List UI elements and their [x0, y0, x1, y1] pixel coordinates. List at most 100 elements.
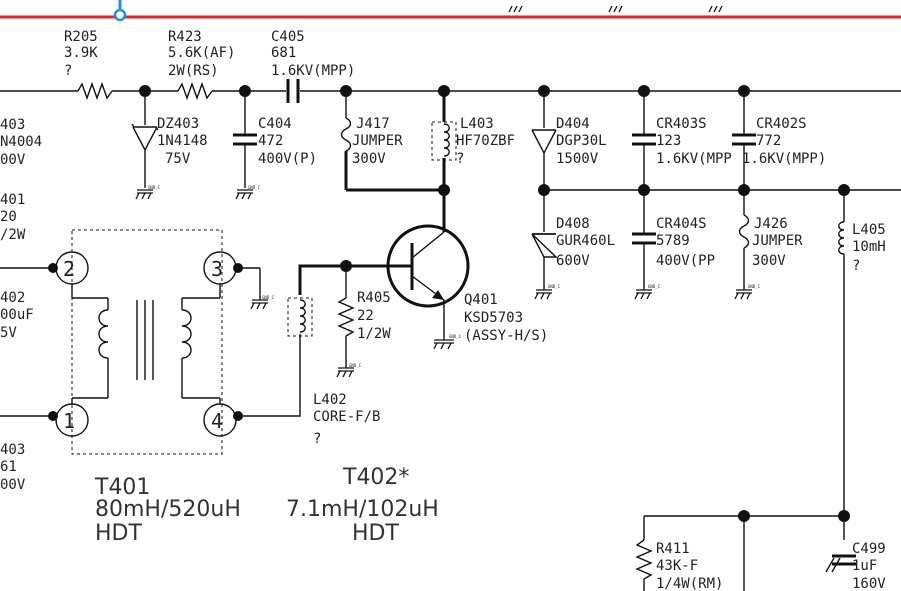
- label-c405-ref: C405: [271, 29, 305, 45]
- label-pin4: 4: [211, 409, 223, 433]
- label-d404-val: DGP30L: [556, 133, 607, 149]
- c405-capacitor: [286, 79, 300, 103]
- label-d404-v: 1500V: [556, 151, 599, 167]
- probe-marker-dot: [113, 8, 127, 22]
- label-r411-w: 1/4W(RM): [656, 576, 723, 591]
- r411-c499-network: [635, 510, 856, 591]
- label-cr404s-v: 400V(PP: [656, 253, 715, 269]
- component-labels: R205 3.9K ? R423 5.6K(AF) 2W(RS) C405 68…: [0, 29, 886, 591]
- label-left-2w: /2W: [0, 227, 26, 243]
- main-bus-wires: [0, 81, 901, 101]
- label-left-402: 402: [0, 290, 25, 306]
- label-l403-ref: L403: [460, 116, 494, 132]
- label-l405-q: ?: [852, 258, 860, 274]
- j417-jumper: [340, 91, 444, 192]
- r411-resistor: [635, 539, 653, 580]
- gnd-tag: GND_C: [248, 185, 261, 190]
- d404-diode: [531, 91, 557, 232]
- q401-transistor: [346, 224, 470, 340]
- label-q401-ref: Q401: [464, 292, 498, 308]
- label-r411-ref: R411: [656, 541, 690, 557]
- gnd-tag: GND_C: [449, 334, 462, 339]
- label-l405-ref: L405: [852, 222, 886, 238]
- label-r423-ref: R423: [168, 29, 202, 45]
- label-left-00v-a: 00V: [0, 152, 26, 168]
- gnd-tags: GND_C GND_C GND_C GND_C GND_C GND_C GND_…: [148, 185, 761, 368]
- label-r423-val1: 5.6K(AF): [168, 45, 235, 61]
- label-r423-val2: 2W(RS): [168, 63, 219, 79]
- label-t401-val: 80mH/520uH: [95, 497, 241, 522]
- label-c404-v: 400V(P): [258, 151, 317, 167]
- label-d404-ref: D404: [556, 116, 590, 132]
- label-cr403s-v: 1.6KV(MPP: [656, 151, 732, 167]
- label-l402-val: CORE-F/B: [313, 409, 380, 425]
- label-j426-val: JUMPER: [752, 233, 803, 249]
- label-cr403s-val: 123: [656, 133, 681, 149]
- secondary-bus: [538, 184, 901, 196]
- label-t402-ref: T402*: [342, 465, 409, 490]
- cr404s-capacitor: [632, 232, 656, 290]
- d408-diode: [531, 233, 558, 290]
- l403-inductor: [431, 91, 457, 232]
- label-j426-v: 300V: [752, 253, 786, 269]
- label-r405-ref: R405: [357, 290, 391, 306]
- cr403s-capacitor: [632, 91, 656, 233]
- label-c405-val1: 681: [271, 45, 296, 61]
- label-left-401: 401: [0, 192, 25, 208]
- label-c499-val: 1uF: [852, 558, 877, 574]
- label-cr402s-val: 772: [756, 133, 781, 149]
- label-left-n4004: N4004: [0, 134, 42, 150]
- label-d408-ref: D408: [556, 216, 590, 232]
- label-c499-v: 160V: [852, 576, 886, 591]
- label-l402-ref: L402: [313, 392, 347, 408]
- l402-r405-network: [240, 260, 355, 417]
- label-cr404s-val: 5789: [656, 233, 690, 249]
- label-r405-w: 1/2W: [357, 326, 391, 342]
- label-left-403b: 403: [0, 442, 25, 458]
- gnd-tag: GND_C: [262, 295, 275, 300]
- gnd-tag: GND_C: [748, 284, 761, 289]
- label-r205-ref: R205: [64, 29, 98, 45]
- label-left-00v-b: 00V: [0, 477, 26, 493]
- label-l402-q: ?: [313, 431, 321, 447]
- label-j417-val: JUMPER: [352, 133, 403, 149]
- label-cr404s-ref: CR404S: [656, 216, 707, 232]
- label-c404-ref: C404: [258, 116, 292, 132]
- j426-jumper: [738, 214, 750, 290]
- label-r405-val: 22: [357, 308, 374, 324]
- gnd-tag: GND_C: [349, 363, 362, 368]
- label-r205-q: ?: [64, 63, 72, 79]
- gnd-tag: GND_C: [648, 284, 661, 289]
- label-r411-val: 43K-F: [656, 558, 698, 574]
- cr402s-capacitor: [732, 91, 756, 215]
- label-d408-v: 600V: [556, 253, 590, 269]
- label-left-00uf: 00uF: [0, 307, 34, 323]
- label-t401-ref: T401: [94, 475, 150, 500]
- label-l405-val: 10mH: [852, 239, 886, 255]
- label-l403-q: ?: [456, 151, 464, 167]
- r423-resistor: [177, 81, 213, 101]
- label-left-20: 20: [0, 209, 17, 225]
- r205-resistor: [77, 81, 113, 101]
- l405-inductor: [838, 190, 850, 540]
- label-q401-val: KSD5703: [464, 310, 523, 326]
- gnd-tag: GND_C: [548, 284, 561, 289]
- label-l403-val: HF70ZBF: [456, 133, 515, 149]
- label-j417-v: 300V: [352, 151, 386, 167]
- label-dz403-val: 1N4148: [157, 133, 208, 149]
- dz403-zener-diode: [131, 91, 159, 188]
- label-cr402s-ref: CR402S: [756, 116, 807, 132]
- label-t402-type: HDT: [352, 521, 399, 546]
- gnd-tag: GND_C: [148, 185, 161, 190]
- label-dz403-ref: DZ403: [157, 116, 199, 132]
- label-pin3: 3: [211, 257, 223, 281]
- label-j417-ref: J417: [356, 116, 390, 132]
- label-t401-type: HDT: [95, 521, 142, 546]
- label-left-61: 61: [0, 459, 17, 475]
- label-c404-val: 472: [258, 133, 283, 149]
- label-r205-val: 3.9K: [64, 45, 98, 61]
- label-dz403-v: 75V: [165, 151, 191, 167]
- label-left-403a: 403: [0, 117, 25, 133]
- top-hatch-marks: [508, 5, 723, 13]
